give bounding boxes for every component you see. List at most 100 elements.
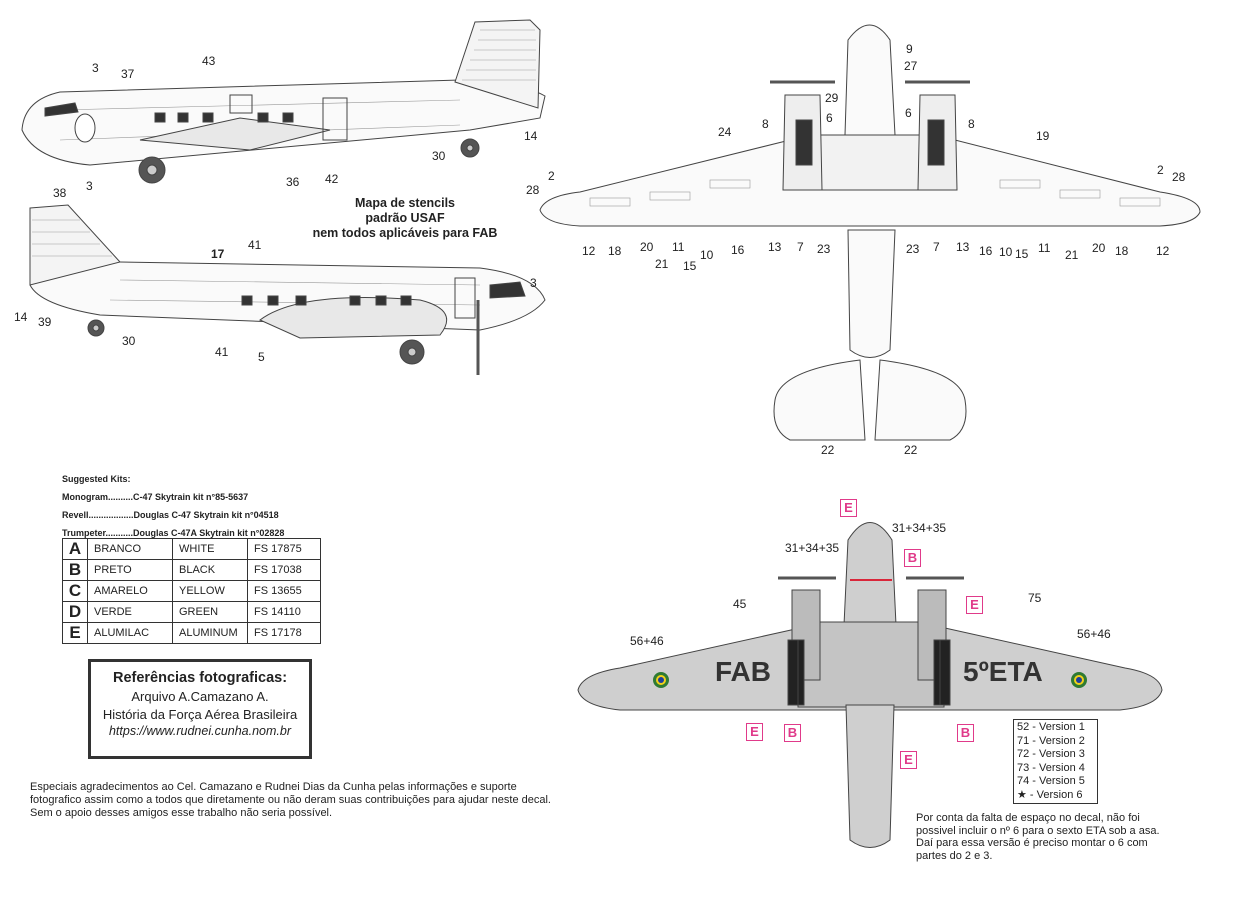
callout: 15 — [1015, 247, 1029, 261]
callouts-side-top: 3 37 43 14 30 42 36 38 3 — [53, 54, 538, 200]
stencil-map-title: Mapa de stencils padrão USAF nem todos a… — [312, 196, 498, 240]
color-marker-e: E — [746, 723, 763, 741]
callouts-tail: 22 22 — [821, 443, 918, 457]
top-view — [539, 24, 1201, 441]
callouts-top-right: 9 27 6 8 19 2 28 23 7 13 16 10 15 11 21 … — [904, 42, 1186, 262]
color-marker-e: E — [966, 596, 983, 614]
serial-label-b: 31+34+35 — [892, 521, 946, 535]
callouts-side-bottom: 17 41 3 14 39 30 41 5 — [14, 238, 537, 364]
callout: 6 — [826, 111, 833, 125]
callout: 38 — [53, 186, 67, 200]
version-list: 52 - Version 1 71 - Version 2 72 - Versi… — [1013, 719, 1098, 804]
wing-marking-left: FAB — [715, 656, 771, 687]
list-item: 74 - Version 5 — [1017, 775, 1085, 787]
side-view-top — [21, 19, 546, 184]
color-marker-b: B — [784, 724, 801, 742]
callout: 14 — [524, 129, 538, 143]
callout: 15 — [683, 259, 697, 273]
callout: 3 — [530, 276, 537, 290]
callout: 21 — [1065, 248, 1079, 262]
references-line: História da Força Aérea Brasileira — [102, 707, 298, 722]
label-75: 75 — [1028, 591, 1042, 605]
kit-row: Monogram..........C-47 Skytrain kit n°85… — [62, 492, 249, 502]
callout: 28 — [526, 183, 540, 197]
callout: 22 — [904, 443, 918, 457]
wing-marking-right: 5ºETA — [963, 656, 1043, 687]
callout: 30 — [432, 149, 446, 163]
callout: 11 — [672, 240, 685, 254]
callout: 43 — [202, 54, 216, 68]
callout: 20 — [640, 240, 654, 254]
callout: 12 — [1156, 244, 1170, 258]
references-url[interactable]: https://www.rudnei.cunha.nom.br — [108, 724, 292, 738]
callout: 2 — [1157, 163, 1164, 177]
callout: 6 — [905, 106, 912, 120]
callout: 16 — [731, 243, 745, 257]
callout: 24 — [718, 125, 732, 139]
callout: 23 — [817, 242, 831, 256]
callout: 11 — [1038, 241, 1051, 255]
callout: 14 — [14, 310, 28, 324]
callout: 2 — [548, 169, 555, 183]
callout: 8 — [762, 117, 769, 131]
callout: 42 — [325, 172, 339, 186]
list-item: 72 - Version 3 — [1017, 748, 1085, 760]
callout: 20 — [1092, 241, 1106, 255]
callout: 13 — [956, 240, 970, 254]
color-marker-b: B — [957, 724, 974, 742]
roundel-label-right: 56+46 — [1077, 627, 1111, 641]
version-note: Por conta da falta de espaço no decal, n… — [916, 812, 1160, 862]
kits-heading: Suggested Kits: — [62, 474, 131, 484]
callout: 16 — [979, 244, 993, 258]
callout: 27 — [904, 59, 918, 73]
serial-label-a: 31+34+35 — [785, 541, 839, 555]
callout: 30 — [122, 334, 136, 348]
side-view-bottom — [29, 204, 546, 375]
roundel-label-left: 56+46 — [630, 634, 664, 648]
color-marker-e: E — [840, 499, 857, 517]
callout: 10 — [700, 248, 714, 262]
color-marker-b: B — [904, 549, 921, 567]
callout: 41 — [215, 345, 229, 359]
callout: 41 — [248, 238, 262, 252]
kit-row: Trumpeter...........Douglas C-47A Skytra… — [62, 528, 285, 538]
label-45: 45 — [733, 597, 747, 611]
callout: 23 — [906, 242, 920, 256]
callout: 5 — [258, 350, 265, 364]
list-item: 73 - Version 4 — [1017, 761, 1085, 774]
callout: 13 — [768, 240, 782, 254]
list-item: 52 - Version 1 — [1017, 721, 1085, 733]
color-marker-e: E — [900, 751, 917, 769]
callout: 29 — [825, 91, 839, 105]
acknowledgements: Especiais agradecimentos ao Cel. Camazan… — [30, 781, 551, 819]
callout: 18 — [1115, 244, 1129, 258]
references-line: Arquivo A.Camazano A. — [131, 689, 269, 704]
suggested-kits: Suggested Kits: Monogram..........C-47 S… — [62, 470, 284, 542]
callout: 3 — [92, 61, 99, 75]
list-item: ★ - Version 6 — [1017, 788, 1083, 801]
callout: 37 — [121, 67, 135, 81]
callout: 17 — [211, 247, 225, 261]
callout: 18 — [608, 244, 622, 258]
callout: 7 — [797, 240, 804, 254]
references-heading: Referências fotograficas: — [112, 670, 288, 686]
callout: 7 — [933, 240, 940, 254]
bottom-view — [577, 522, 1163, 848]
kit-row: Revell..................Douglas C-47 Sky… — [62, 510, 279, 520]
callout: 28 — [1172, 170, 1186, 184]
callout: 3 — [86, 179, 93, 193]
callout: 10 — [999, 245, 1013, 259]
callout: 22 — [821, 443, 835, 457]
callout: 36 — [286, 175, 300, 189]
callout: 9 — [906, 42, 913, 56]
callout: 12 — [582, 244, 596, 258]
list-item: 71 - Version 2 — [1017, 734, 1085, 747]
callout: 19 — [1036, 129, 1050, 143]
callout: 39 — [38, 315, 52, 329]
